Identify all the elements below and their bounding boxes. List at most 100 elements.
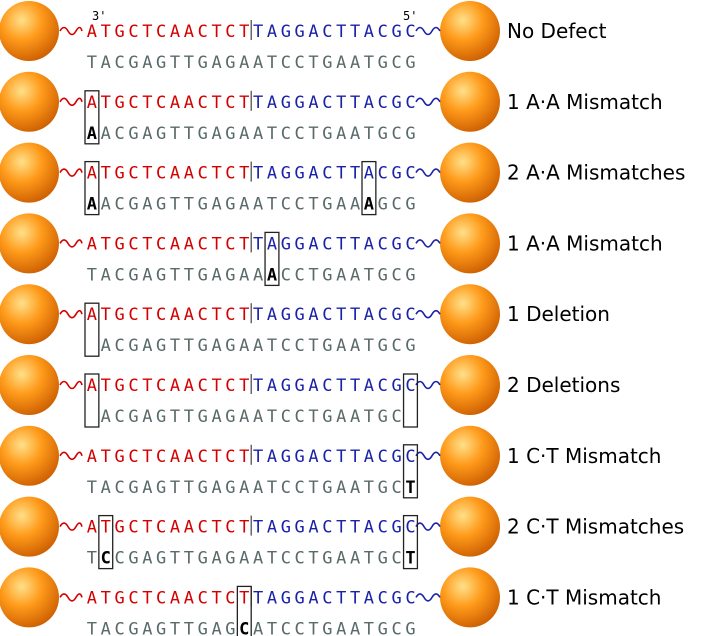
defect-box (402, 444, 419, 499)
top-strand-base: A (87, 22, 97, 42)
top-strand-base: C (225, 305, 235, 325)
bottom-strand-base: T (170, 195, 180, 215)
top-strand-base: G (295, 234, 305, 254)
top-strand-base: C (322, 93, 332, 113)
bottom-strand-base: A (239, 478, 249, 498)
top-strand-base: A (184, 376, 194, 396)
top-strand-base: A (267, 22, 277, 42)
bottom-strand-base: T (364, 53, 374, 73)
top-strand-base: C (225, 93, 235, 113)
defect-label: 1 A·A Mismatch (507, 90, 663, 114)
bottom-strand-base: G (378, 407, 388, 427)
top-strand-base: C (322, 22, 332, 42)
top-strand-base: G (281, 305, 291, 325)
bottom-strand-base: C (281, 619, 291, 636)
bottom-strand-base: C (115, 407, 125, 427)
top-strand-base: A (308, 447, 318, 467)
bottom-strand-base: T (364, 407, 374, 427)
bottom-strand-base: G (378, 124, 388, 144)
top-strand-base: G (281, 234, 291, 254)
top-strand-base: A (184, 93, 194, 113)
bottom-strand-base: G (156, 407, 166, 427)
bottom-strand-base: G (405, 336, 415, 356)
mismatch-base: A (364, 195, 374, 215)
bottom-strand-base: T (184, 124, 194, 144)
bottom-strand-base: G (378, 53, 388, 73)
bottom-strand-base: A (253, 619, 263, 636)
bottom-strand-base: A (101, 336, 111, 356)
top-strand-base: G (295, 588, 305, 608)
bottom-strand-base: G (198, 549, 208, 569)
top-strand-base: T (239, 518, 249, 538)
bottom-strand-base: T (308, 549, 318, 569)
top-strand-base: C (378, 164, 388, 184)
top-strand-base: C (378, 234, 388, 254)
top-strand-base: G (281, 164, 291, 184)
top-strand-base: C (405, 447, 415, 467)
top-strand-base: C (322, 164, 332, 184)
top-strand-base: G (115, 376, 125, 396)
top-strand-base: C (378, 518, 388, 538)
bottom-strand-base: G (225, 124, 235, 144)
mismatch-base: T (405, 549, 415, 569)
top-strand-base: T (142, 588, 152, 608)
bottom-strand-base: C (115, 478, 125, 498)
top-strand-base: A (267, 93, 277, 113)
bottom-strand-base: G (198, 407, 208, 427)
top-strand-base: C (378, 588, 388, 608)
top-strand-base: T (142, 376, 152, 396)
bottom-strand-base: A (239, 124, 249, 144)
top-strand-base: A (364, 588, 374, 608)
top-strand-base: C (156, 518, 166, 538)
top-strand-base: C (225, 447, 235, 467)
left-linker (59, 522, 83, 531)
top-strand-base: T (211, 376, 221, 396)
left-bead (0, 425, 59, 486)
top-strand-base: C (225, 164, 235, 184)
top-strand-base: G (295, 447, 305, 467)
top-strand-base: A (364, 22, 374, 42)
right-linker (415, 97, 441, 107)
bottom-strand-base: T (87, 53, 97, 73)
bottom-strand-base: A (101, 53, 111, 73)
defect-label: 2 C·T Mismatches (507, 515, 684, 539)
defect-label: No Defect (507, 19, 607, 43)
defect-box (402, 514, 419, 570)
top-strand-base: A (267, 518, 277, 538)
top-strand-base: C (405, 164, 415, 184)
top-strand-base: T (253, 93, 263, 113)
defect-box (98, 514, 114, 570)
top-strand-base: C (198, 93, 208, 113)
bottom-strand-base: A (336, 195, 346, 215)
top-strand-base: A (170, 518, 180, 538)
top-strand-base: A (184, 164, 194, 184)
bottom-strand-base: A (336, 549, 346, 569)
bottom-strand-base: T (184, 407, 194, 427)
top-strand-base: T (142, 518, 152, 538)
top-strand-base: T (101, 93, 111, 113)
mismatch-base: A (267, 265, 277, 285)
top-strand-base: T (211, 588, 221, 608)
bottom-strand-base: A (336, 619, 346, 636)
top-strand-base: G (295, 93, 305, 113)
bottom-strand-base: G (156, 124, 166, 144)
top-strand-base: C (156, 447, 166, 467)
left-bead (0, 213, 59, 274)
bottom-strand-base: A (142, 195, 152, 215)
bottom-strand-base: G (198, 53, 208, 73)
top-strand-base: T (101, 22, 111, 42)
bottom-strand-base: T (170, 619, 180, 636)
top-strand-base: C (128, 93, 138, 113)
bottom-strand-base: G (156, 336, 166, 356)
bottom-strand-base: G (322, 336, 332, 356)
top-strand-base: T (101, 447, 111, 467)
top-strand-base: T (101, 376, 111, 396)
top-strand-base: T (350, 588, 360, 608)
top-strand-base: G (115, 93, 125, 113)
top-strand-base: T (211, 93, 221, 113)
bottom-strand-base: T (308, 478, 318, 498)
top-strand-base: G (295, 164, 305, 184)
right-linker (415, 593, 441, 602)
defect-label: 1 A·A Mismatch (507, 231, 663, 255)
